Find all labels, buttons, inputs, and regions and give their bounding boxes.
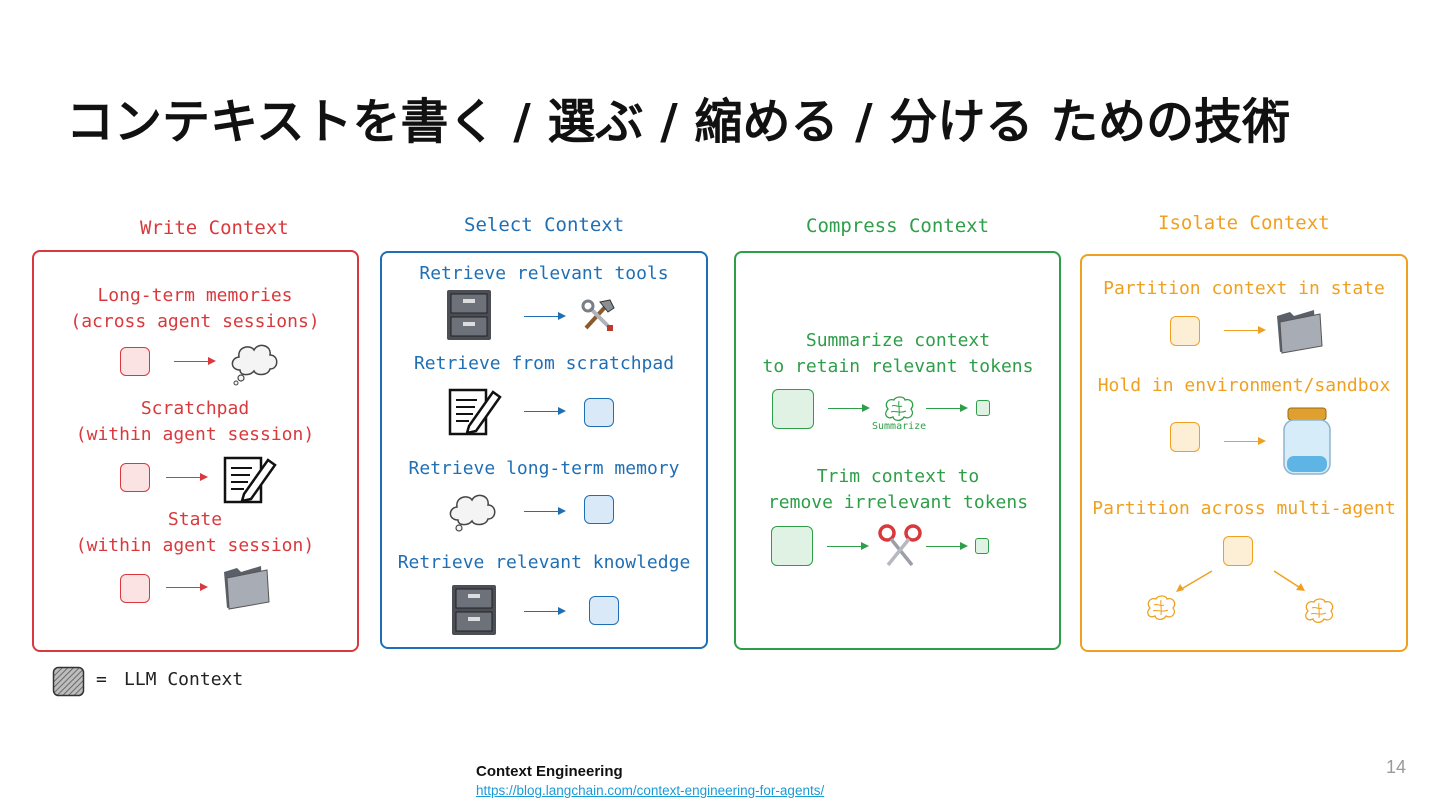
arrow-icon [166,473,208,481]
write-item-long-term: Long-term memories (across agent session… [70,285,320,332]
isolate-item-partition-state: Partition context in state [1103,278,1385,299]
file-cabinet-icon [452,585,496,635]
file-cabinet-icon [447,290,491,340]
notepad-pencil-icon [223,456,277,504]
footer-title: Context Engineering [476,763,623,780]
legend-equals: = [96,669,107,690]
llm-context-box [1170,422,1200,452]
select-item-tools: Retrieve relevant tools [419,263,669,284]
page-number: 14 [1386,757,1407,777]
arrow-icon [524,312,566,320]
source-link[interactable]: https://blog.langchain.com/context-engin… [476,783,825,798]
jar-icon [1283,407,1331,475]
llm-context-box [120,347,150,376]
llm-context-box [120,574,150,603]
arrow-icon [828,404,870,412]
notepad-pencil-icon [448,388,502,436]
diverging-arrows-icon [1176,570,1305,592]
cloud-icon [449,494,496,532]
brain-icon [885,396,914,422]
arrow-icon [1224,437,1266,445]
llm-context-box [1223,536,1253,566]
llm-context-box [975,538,989,554]
isolate-context-title: Isolate Context [1158,212,1330,234]
compress-item-summarize: Summarize context to retain relevant tok… [762,330,1034,377]
arrow-icon [524,407,566,415]
select-context-panel [380,251,708,649]
compress-context-title: Compress Context [806,215,990,237]
legend-label: LLM Context [124,669,244,690]
folder-icon [1277,310,1323,354]
arrow-icon [166,583,208,591]
llm-context-box [120,463,150,492]
compress-context-panel [734,251,1061,650]
llm-context-box [772,389,814,429]
brain-icon [1147,595,1176,621]
llm-context-box [976,400,990,416]
cloud-icon [231,344,278,386]
isolate-context-panel [1080,254,1408,652]
arrow-icon [524,607,566,615]
compress-item-trim: Trim context to remove irrelevant tokens [767,466,1029,513]
arrow-icon [524,507,566,515]
write-context-panel [32,250,359,652]
arrow-icon [926,404,968,412]
llm-context-box [589,596,619,625]
summarize-caption: Summarize [872,421,927,432]
write-context-title: Write Context [140,217,289,239]
arrow-icon [926,542,968,550]
select-context-title: Select Context [464,214,625,236]
arrow-icon [174,357,216,365]
llm-context-box [771,526,813,566]
llm-context-box [1170,316,1200,346]
tools-icon [581,299,615,331]
folder-icon [224,566,270,610]
llm-context-box [584,495,614,524]
write-item-state: State (within agent session) [75,509,315,556]
page-title: コンテキストを書く / 選ぶ / 縮める / 分ける ための技術 [66,94,1291,150]
select-item-long-term: Retrieve long-term memory [408,458,680,479]
brain-icon [1305,598,1334,624]
scissors-icon [878,524,922,567]
isolate-item-multi-agent: Partition across multi-agent [1092,498,1396,519]
select-item-knowledge: Retrieve relevant knowledge [397,552,691,573]
select-item-scratchpad: Retrieve from scratchpad [413,353,675,374]
isolate-item-sandbox: Hold in environment/sandbox [1097,375,1391,396]
llm-context-box [584,398,614,427]
arrow-icon [1224,326,1266,334]
write-item-scratchpad: Scratchpad (within agent session) [75,398,315,445]
llm-context-swatch [52,666,85,697]
arrow-icon [827,542,869,550]
